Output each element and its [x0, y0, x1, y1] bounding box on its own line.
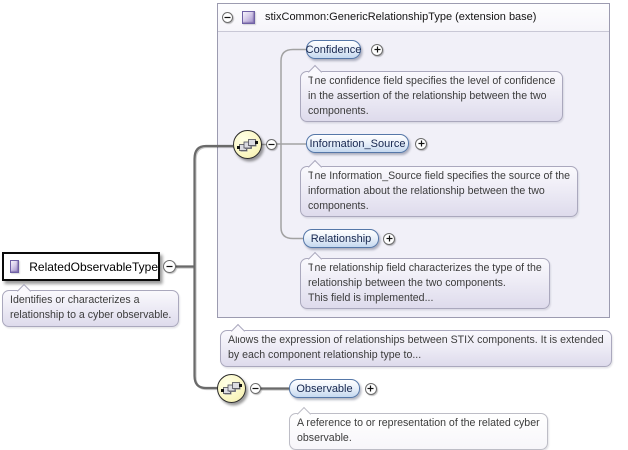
extension-base-header: stixCommon:GenericRelationshipType (exte…	[218, 4, 609, 32]
expand-toggle-relationship[interactable]	[383, 232, 395, 245]
plus-icon	[367, 385, 374, 392]
annotation-information-source: The Information_Source field specifies t…	[300, 166, 579, 218]
complex-type-icon	[242, 11, 255, 24]
sequence-icon	[220, 382, 242, 395]
element-label: Relationship	[310, 232, 372, 245]
element-label: Confidence	[305, 43, 362, 56]
complex-type-icon	[10, 260, 20, 273]
element-box-observable[interactable]: Observable	[289, 379, 360, 398]
extension-base-title: stixCommon:GenericRelationshipType (exte…	[265, 11, 537, 23]
minus-icon	[268, 143, 274, 146]
minus-icon	[224, 16, 231, 19]
element-box-relationship[interactable]: Relationship	[303, 229, 379, 248]
element-label: Information_Source	[309, 137, 406, 150]
sequence-compositor[interactable]	[232, 130, 262, 159]
expand-toggle-observable[interactable]	[364, 382, 377, 395]
element-box-confidence[interactable]: Confidence	[306, 40, 361, 59]
element-label: Observable	[296, 382, 353, 395]
collapse-toggle-root[interactable]	[163, 260, 176, 273]
root-element-label: RelatedObservableType	[29, 259, 158, 274]
element-box-information-source[interactable]: Information_Source	[306, 134, 409, 153]
minus-icon	[166, 265, 173, 268]
annotation-confidence: The confidence field specifies the level…	[300, 71, 564, 123]
plus-icon	[386, 235, 392, 242]
annotation-relationship: The relationship field characterizes the…	[300, 258, 550, 310]
sequence-compositor[interactable]	[216, 373, 246, 403]
expand-toggle-information-source[interactable]	[415, 137, 427, 150]
minus-icon	[252, 387, 258, 390]
collapse-toggle-sequence-1[interactable]	[265, 139, 277, 150]
sequence-icon	[236, 138, 258, 151]
annotation-extension-base: Allows the expression of relationships b…	[220, 330, 612, 367]
plus-icon	[418, 140, 424, 147]
expand-toggle-confidence[interactable]	[371, 43, 383, 56]
collapse-toggle-sequence-2[interactable]	[249, 383, 261, 394]
plus-icon	[374, 46, 380, 53]
root-element-box[interactable]: RelatedObservableType	[2, 252, 160, 281]
collapse-toggle-extension-base[interactable]	[222, 12, 233, 23]
annotation-root-element: Identifies or characterizes a relationsh…	[2, 290, 180, 327]
annotation-observable: A reference to or representation of the …	[289, 413, 548, 450]
